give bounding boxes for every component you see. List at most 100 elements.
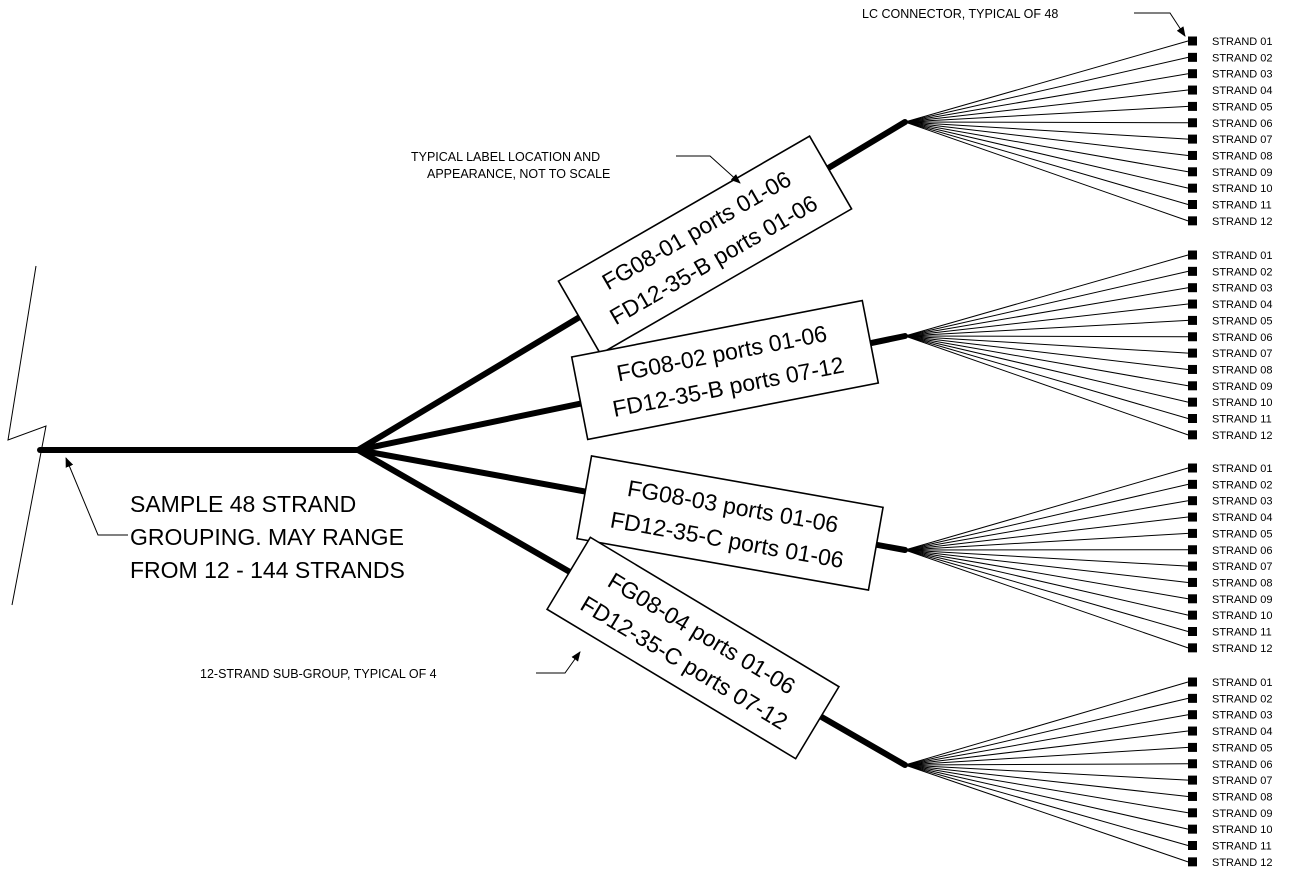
strand-line [904,764,1189,863]
callout-grouping-leader [65,457,128,536]
strand-label: STRAND 03 [1212,496,1273,508]
strand-label: STRAND 01 [1212,463,1273,475]
lc-connector-icon [1188,841,1197,850]
callout-grouping-line3: FROM 12 - 144 STRANDS [130,557,405,583]
strand-line [904,549,1189,616]
strand-label: STRAND 06 [1212,545,1273,557]
strand-line [904,764,1189,830]
strand-label: STRAND 05 [1212,528,1273,540]
strand-line [904,764,1189,781]
strand-line [904,121,1189,124]
strand-line [904,500,1189,551]
lc-connector-icon [1188,134,1197,144]
strand-label: STRAND 08 [1212,150,1273,162]
strand-line [904,764,1189,846]
lc-connector-icon [1188,69,1197,79]
callout-subgroup: 12-STRAND SUB-GROUP, TYPICAL OF 4 [200,667,437,681]
strand-line [904,483,1189,551]
strand-label: STRAND 01 [1212,677,1273,689]
strand-line [904,287,1189,337]
lc-connector-icon [1188,594,1197,604]
strand-line [904,105,1189,123]
strand-label: STRAND 11 [1212,841,1272,853]
strand-label: STRAND 06 [1212,332,1273,344]
strand-label: STRAND 06 [1212,118,1273,130]
callout-label-location-line1: TYPICAL LABEL LOCATION AND [411,150,600,164]
lc-connector-icon [1188,775,1197,785]
strand-label: STRAND 09 [1212,808,1273,820]
callout-lc-leader [1134,12,1186,37]
lc-connector-icon [1188,332,1197,342]
lc-connector-icon [1188,299,1197,309]
strand-line [904,89,1189,123]
lc-connector-icon [1188,693,1197,703]
strand-label: STRAND 07 [1212,348,1273,360]
lc-connector-icon [1188,101,1197,111]
lc-connector-icon [1188,561,1197,571]
callout-lc-connector: LC CONNECTOR, TYPICAL OF 48 [862,7,1058,21]
strand-line [904,121,1189,156]
cable-break-line [7,265,47,606]
strand-label: STRAND 04 [1212,85,1273,97]
strand-line [904,549,1189,567]
strand-line [904,697,1189,766]
strand-line [904,532,1189,551]
strand-label: STRAND 08 [1212,364,1273,376]
callout-label-location-leader [676,155,741,184]
strand-line [904,335,1189,387]
callout-label-location-line2: APPEARANCE, NOT TO SCALE [427,167,610,181]
strand-line [904,764,1189,797]
lc-connector-icon [1188,677,1197,687]
callout-grouping-line1: SAMPLE 48 STRAND [130,491,356,517]
strand-line [904,714,1189,766]
lc-connector-icon [1188,479,1197,489]
lc-connector-icon [1188,200,1197,209]
lc-connector-icon [1188,824,1197,834]
lc-connector-icon [1188,414,1197,423]
strand-label: STRAND 09 [1212,381,1273,393]
strand-line [904,335,1189,436]
strand-line [904,56,1189,123]
strand-label: STRAND 05 [1212,101,1273,113]
strand-label: STRAND 11 [1212,200,1272,212]
strand-line [904,681,1189,766]
lc-connector-icon [1188,85,1197,95]
lc-connector-icon [1188,364,1197,374]
strand-line [904,335,1189,338]
strand-label: STRAND 04 [1212,726,1273,738]
strand-line [904,516,1189,551]
strand-line [904,121,1189,140]
lc-connector-icon [1188,315,1197,325]
lc-connector-icon [1188,726,1197,736]
lc-connector-icon [1188,857,1197,867]
lc-connector-icon [1188,36,1197,46]
lc-connector-icon [1188,266,1197,276]
strand-label: STRAND 05 [1212,742,1273,754]
lc-connector-icon [1188,167,1197,177]
strand-line [904,270,1189,337]
strand-line [904,73,1189,123]
strand-label: STRAND 10 [1212,824,1273,836]
lc-connector-icon [1188,710,1197,720]
strand-line [904,303,1189,337]
lc-connector-icon [1188,118,1197,128]
strand-label: STRAND 10 [1212,610,1273,622]
lc-connector-icon [1188,496,1197,506]
strand-line [904,549,1189,583]
strand-label: STRAND 11 [1212,414,1272,426]
strand-line [904,549,1189,600]
strand-line [904,335,1189,354]
lc-connector-icon [1188,283,1197,293]
strand-line [904,549,1189,649]
strand-line [904,746,1189,766]
strand-label: STRAND 03 [1212,710,1273,722]
lc-connector-icon [1188,216,1197,226]
strand-line [904,335,1189,370]
callout-grouping-line2: GROUPING. MAY RANGE [130,524,404,550]
strand-label: STRAND 06 [1212,759,1273,771]
lc-connector-icon [1188,643,1197,653]
lc-connector-icon [1188,528,1197,538]
lc-connector-icon [1188,545,1197,555]
